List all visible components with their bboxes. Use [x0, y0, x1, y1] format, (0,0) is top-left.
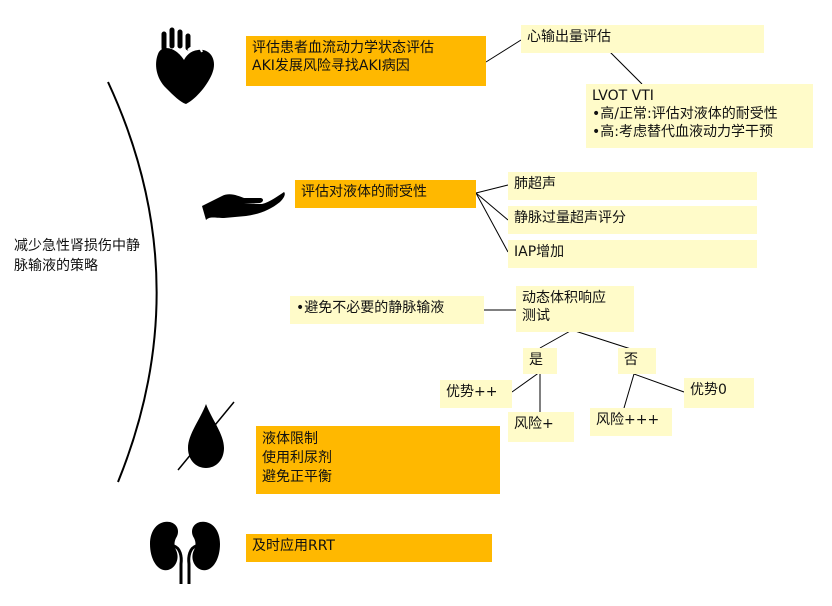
rrt-box: 及时应用RRT [246, 534, 492, 562]
iap-label: IAP增加 [514, 244, 565, 260]
kidney-icon [150, 521, 220, 584]
strategy-label-line: 减少急性肾损伤中静 [14, 238, 140, 254]
heart-icon [156, 27, 215, 104]
hemodynamic-assessment-box: 评估患者血流动力学状态评估 AKI发展风险寻找AKI病因 [246, 36, 486, 86]
no-benefit-label: 优势0 [690, 382, 727, 398]
rrt-label: 及时应用RRT [252, 538, 335, 554]
yes-risk-box: 风险+ [508, 412, 574, 442]
bracket-arc [107, 81, 158, 483]
dynamic-volume-test-line: 测试 [522, 308, 550, 324]
diuretic-line: 使用利尿剂 [262, 450, 332, 466]
lung-ultrasound-box: 肺超声 [508, 172, 757, 200]
venous-excess-label: 静脉过量超声评分 [514, 210, 626, 226]
dynamic-volume-test-box: 动态体积响应 测试 [516, 286, 634, 332]
hemodynamic-assessment-line: 评估患者血流动力学状态评估 [252, 40, 434, 56]
fluid-tolerance-label: 评估对液体的耐受性 [301, 184, 427, 200]
avoid-iv-label: •避免不必要的静脉输液 [296, 300, 445, 316]
yes-label: 是 [529, 352, 543, 368]
strategy-label: 减少急性肾损伤中静 脉输液的策略 [14, 236, 140, 276]
avoid-iv-box: •避免不必要的静脉输液 [290, 296, 484, 324]
no-label: 否 [624, 352, 638, 368]
no-risk-box: 风险+++ [590, 408, 672, 436]
yes-benefit-box: 优势++ [440, 380, 512, 408]
no-box: 否 [618, 348, 656, 374]
fluid-restriction-line: 液体限制 [262, 431, 318, 447]
venous-excess-box: 静脉过量超声评分 [508, 206, 757, 234]
strategy-label-line: 脉输液的策略 [14, 258, 98, 274]
avoid-positive-balance-line: 避免正平衡 [262, 469, 332, 485]
drop-icon [177, 401, 235, 471]
yes-risk-label: 风险+ [514, 416, 554, 432]
cardiac-output-box: 心输出量评估 [521, 25, 764, 53]
lvot-vti-title: LVOT VTI [592, 88, 654, 104]
lvot-vti-box: LVOT VTI •高/正常:评估对液体的耐受性 •高:考虑替代血液动力学干预 [586, 84, 813, 148]
no-benefit-box: 优势0 [684, 378, 754, 408]
hand-icon [202, 192, 285, 220]
lvot-vti-item: •高:考虑替代血液动力学干预 [592, 124, 773, 140]
no-risk-label: 风险+++ [596, 412, 660, 428]
lung-ultrasound-label: 肺超声 [514, 176, 556, 192]
iap-box: IAP增加 [508, 240, 757, 268]
lvot-vti-item: •高/正常:评估对液体的耐受性 [592, 106, 778, 122]
hemodynamic-assessment-line: AKI发展风险寻找AKI病因 [252, 58, 410, 74]
yes-benefit-label: 优势++ [446, 384, 498, 400]
fluid-restriction-box: 液体限制 使用利尿剂 避免正平衡 [256, 426, 500, 494]
cardiac-output-label: 心输出量评估 [527, 29, 611, 45]
dynamic-volume-test-line: 动态体积响应 [522, 290, 606, 306]
fluid-tolerance-box: 评估对液体的耐受性 [295, 180, 476, 208]
yes-box: 是 [523, 348, 557, 374]
